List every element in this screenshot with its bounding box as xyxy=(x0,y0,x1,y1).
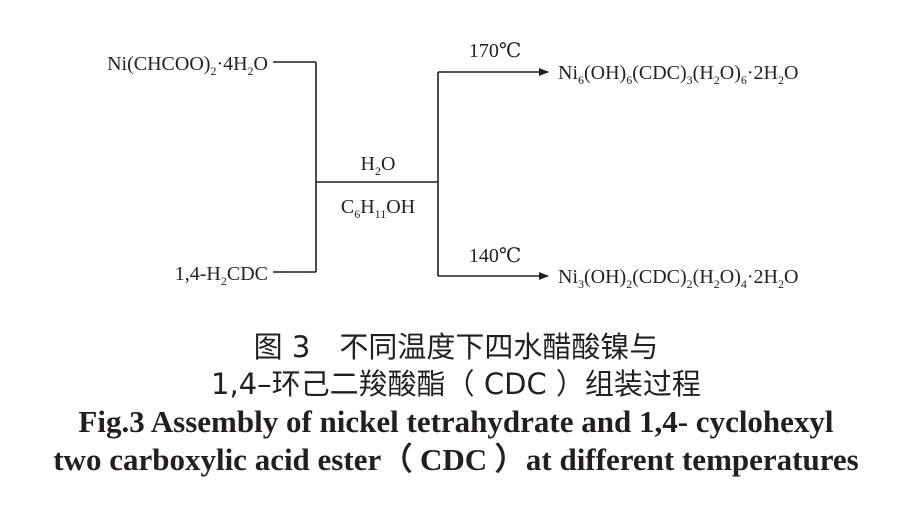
cyclohexanol-label: C6H11OH xyxy=(341,196,415,221)
cdc-ligand-label: 1,4-H2CDC xyxy=(175,263,268,288)
caption-chinese-line-2: 1,4–环己二羧酸酯（ CDC ）组装过程 xyxy=(211,367,701,401)
temperature-140-label: 140℃ xyxy=(469,245,521,267)
caption-english-line-2: two carboxylic acid ester（ CDC ）at diffe… xyxy=(53,442,859,477)
caption-chinese-line-1: 图 3 不同温度下四水醋酸镍与 xyxy=(253,330,659,364)
temperature-170-label: 170℃ xyxy=(469,40,521,62)
caption-english-line-1: Fig.3 Assembly of nickel tetrahydrate an… xyxy=(78,404,834,439)
connector-lines xyxy=(273,61,439,276)
nickel-acetate-label: Ni(CHCOO)2·4H2O xyxy=(107,53,268,78)
reaction-scheme: Ni(CHCOO)2·4H2O 1,4-H2CDC H2O C6H11OH 17… xyxy=(107,40,798,291)
product-140-label: Ni3(OH)2(CDC)2(H2O)4·2H2O xyxy=(558,266,798,291)
water-label: H2O xyxy=(361,153,396,178)
product-170-label: Ni6(OH)6(CDC)3(H2O)6·2H2O xyxy=(558,62,798,87)
